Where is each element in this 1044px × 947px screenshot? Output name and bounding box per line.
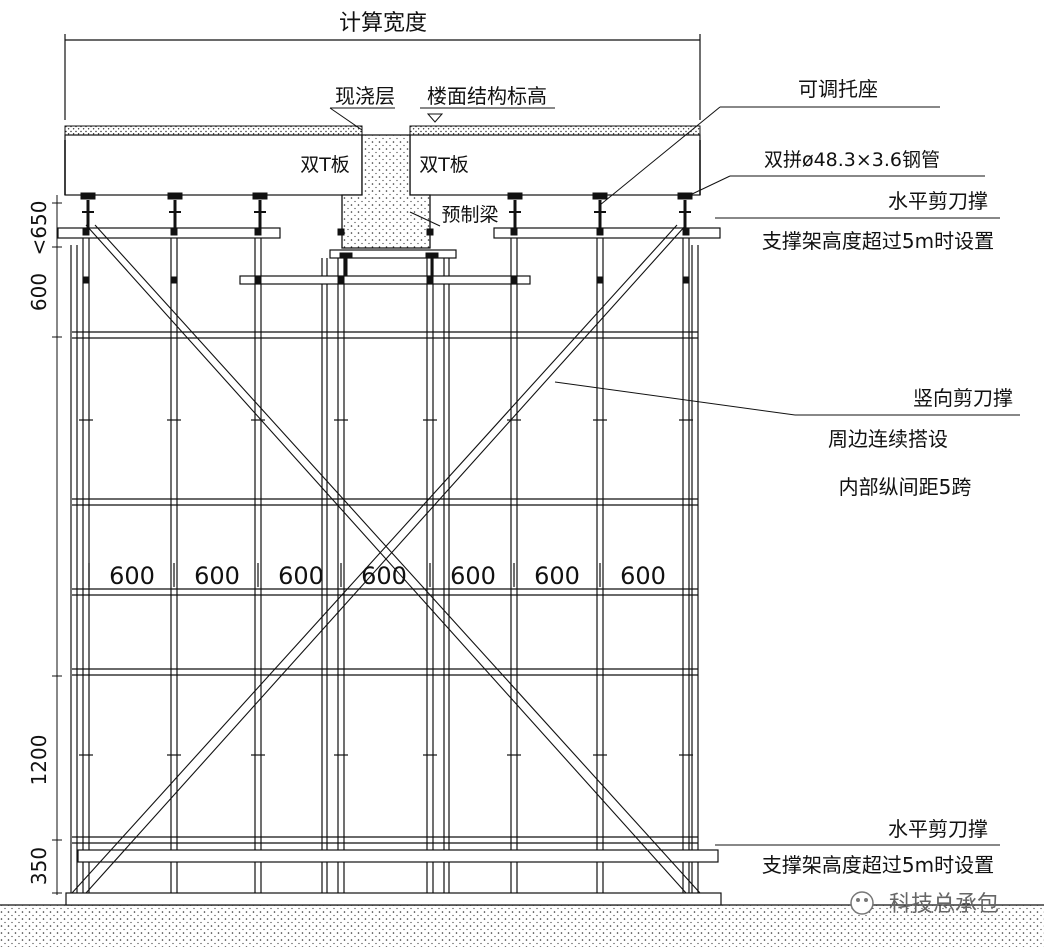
adjustable-support-label: 可调托座 bbox=[798, 77, 878, 101]
vertical-brace-note-2: 内部纵间距5跨 bbox=[839, 475, 972, 499]
calc-width-dimension bbox=[64, 34, 701, 120]
support-plate bbox=[677, 192, 693, 200]
left-dimensions bbox=[52, 195, 62, 895]
vertical-scissor-brace bbox=[94, 224, 701, 894]
vertical-brace-label: 竖向剪刀撑 bbox=[913, 386, 1013, 410]
coupler bbox=[337, 276, 345, 284]
coupler bbox=[682, 228, 690, 236]
coupler bbox=[254, 276, 262, 284]
spacing-label: 600 bbox=[450, 562, 496, 590]
watermark-text: 科技总承包 bbox=[889, 892, 999, 917]
spacing-label: 600 bbox=[194, 562, 240, 590]
dim-step: 1200 bbox=[27, 735, 51, 786]
double-t-left-label: 双T板 bbox=[300, 154, 350, 176]
precast-beam bbox=[341, 134, 431, 249]
coupler bbox=[682, 276, 690, 284]
support-plate bbox=[80, 192, 96, 200]
base-slab bbox=[65, 892, 722, 906]
horizontal-brace-bottom-note: 支撑架高度超过5m时设置 bbox=[762, 853, 994, 877]
horizontal-brace-top-note: 支撑架高度超过5m时设置 bbox=[762, 229, 994, 253]
calc-width-label: 计算宽度 bbox=[339, 11, 427, 36]
coupler bbox=[510, 276, 518, 284]
dim-bottom-step: 350 bbox=[27, 847, 51, 885]
coupler bbox=[596, 276, 604, 284]
vertical-scissor-brace bbox=[71, 224, 678, 894]
support-plate bbox=[592, 192, 608, 200]
floor-elevation-label: 楼面结构标高 bbox=[427, 84, 547, 108]
spacing-dimensions: 600 600 600 600 600 600 600 bbox=[88, 562, 666, 590]
coupler bbox=[426, 276, 434, 284]
watermark: 科技总承包 bbox=[850, 891, 999, 917]
steel-pipe-label: 双拼ø48.3×3.6钢管 bbox=[764, 149, 940, 171]
coupler bbox=[170, 276, 178, 284]
spacing-label: 600 bbox=[620, 562, 666, 590]
support-plate bbox=[167, 192, 183, 200]
coupler bbox=[82, 228, 90, 236]
ground bbox=[0, 905, 1044, 947]
bottom-brace-bar bbox=[77, 849, 719, 863]
coupler bbox=[510, 228, 518, 236]
support-plate bbox=[252, 192, 268, 200]
top-bar-left bbox=[57, 227, 281, 239]
coupler bbox=[337, 228, 345, 236]
dim-top-gap: <650 bbox=[27, 201, 51, 256]
spacing-label: 600 bbox=[109, 562, 155, 590]
horizontal-brace-top-label: 水平剪刀撑 bbox=[888, 189, 988, 213]
spacing-label: 600 bbox=[534, 562, 580, 590]
horizontal-brace-bottom-label: 水平剪刀撑 bbox=[888, 817, 988, 841]
coupler bbox=[426, 228, 434, 236]
spacing-label: 600 bbox=[278, 562, 324, 590]
top-bar-right bbox=[493, 227, 721, 239]
coupler bbox=[254, 228, 262, 236]
double-t-right-label: 双T板 bbox=[419, 154, 469, 176]
beam-cap-bar bbox=[329, 249, 457, 259]
spacing-label: 600 bbox=[361, 562, 407, 590]
precast-beam-label: 预制梁 bbox=[441, 204, 498, 226]
coupler bbox=[596, 228, 604, 236]
dim-top-step: 600 bbox=[27, 273, 51, 311]
scaffold-frame bbox=[57, 192, 721, 894]
top-bar-middle bbox=[239, 275, 531, 285]
coupler bbox=[82, 276, 90, 284]
support-plate bbox=[425, 252, 439, 259]
support-plate bbox=[507, 192, 523, 200]
vertical-scissor-brace bbox=[85, 224, 687, 894]
support-plate bbox=[339, 252, 353, 259]
vertical-brace-note-1: 周边连续搭设 bbox=[828, 427, 948, 451]
cast-layer-label: 现浇层 bbox=[335, 84, 395, 108]
coupler bbox=[170, 228, 178, 236]
